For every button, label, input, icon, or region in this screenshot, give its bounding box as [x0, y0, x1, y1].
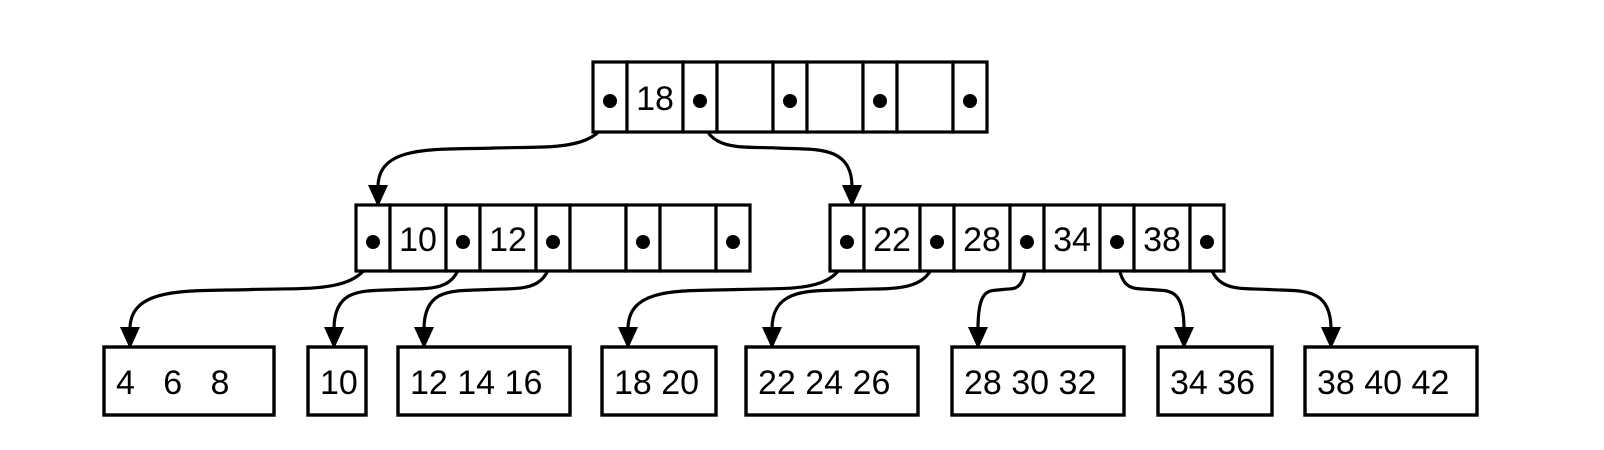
internal-node-0: 10 12 [354, 203, 752, 273]
leaf-keys: 10 [320, 364, 358, 402]
root-node-key-cell-1 [715, 60, 775, 134]
leaf-box [102, 345, 276, 417]
arrow-head-icon [842, 185, 862, 207]
pointer-dot-icon [1110, 235, 1124, 249]
leaf-box [950, 345, 1126, 417]
leaf-node-2: 12 14 16 [396, 345, 572, 417]
edge-root-to-internal-0 [376, 100, 612, 188]
pointer-dot-icon [636, 235, 650, 249]
leaf-node-5: 28 30 32 [950, 345, 1126, 417]
leaf-keys: 34 36 [1170, 364, 1255, 402]
edge-internal-0-to-leaf-0 [128, 241, 375, 330]
leaf-keys: 12 14 16 [410, 364, 542, 402]
root-node-key-cell-0 [625, 60, 685, 134]
pointer-dot-icon [873, 94, 887, 108]
edge-internal-1-to-leaf-7 [1205, 241, 1333, 330]
pointer-dot-icon [366, 235, 380, 249]
edge-internal-1-to-leaf-5 [976, 241, 1029, 330]
pointer-dot-icon [1020, 235, 1034, 249]
internal-node-0-key-cell-3 [658, 203, 718, 273]
pointer-dot-icon [726, 235, 740, 249]
edge-internal-1-to-leaf-4 [770, 241, 939, 330]
internal-node-1: 22 28 34 38 [828, 203, 1226, 273]
pointer-dot-icon [693, 94, 707, 108]
pointer-dot-icon [963, 94, 977, 108]
internal-node-1-key-2: 34 [1053, 221, 1091, 259]
internal-node-1-key-cell-1 [952, 203, 1012, 273]
pointer-dot-icon [603, 94, 617, 108]
pointer-dot-icon [456, 235, 470, 249]
internal-node-1-key-3: 38 [1143, 221, 1181, 259]
leaf-keys: 4 6 8 [116, 364, 229, 402]
root-node-key-0: 18 [636, 80, 674, 118]
leaf-box [306, 345, 368, 417]
arrow-head-icon [968, 327, 988, 349]
leaf-box [744, 345, 920, 417]
pointer-dot-icon [546, 235, 560, 249]
pointer-dot-icon [930, 235, 944, 249]
arrow-head-icon [120, 327, 140, 349]
internal-node-0-key-cell-1 [478, 203, 538, 273]
leaf-box [1156, 345, 1274, 417]
arrow-head-icon [618, 327, 638, 349]
leaves-layer: 4 6 8 10 12 14 16 18 20 22 24 26 28 30 32 34 3… [102, 345, 1479, 417]
internal-node-0-key-1: 12 [489, 221, 527, 259]
arrow-head-icon [324, 327, 344, 349]
edge-internal-1-to-leaf-6 [1115, 241, 1186, 330]
leaf-box [600, 345, 718, 417]
edges-layer [120, 100, 1341, 349]
arrow-head-icon [1174, 327, 1194, 349]
leaf-node-0: 4 6 8 [102, 345, 276, 417]
leaf-box [1303, 345, 1479, 417]
leaf-node-1: 10 [306, 345, 368, 417]
arrow-head-icon [368, 185, 388, 207]
pointer-dot-icon [783, 94, 797, 108]
internal-node-1-key-0: 22 [873, 221, 911, 259]
edge-internal-0-to-leaf-2 [422, 241, 555, 330]
leaf-box [396, 345, 572, 417]
leaf-keys: 28 30 32 [964, 364, 1096, 402]
root-node-key-cell-3 [895, 60, 955, 134]
root-node-key-cell-2 [805, 60, 865, 134]
edge-internal-0-to-leaf-1 [332, 241, 465, 330]
leaf-node-7: 38 40 42 [1303, 345, 1479, 417]
leaf-keys: 18 20 [614, 364, 699, 402]
leaf-node-3: 18 20 [600, 345, 718, 417]
leaf-keys: 38 40 42 [1317, 364, 1449, 402]
internal-node-0-key-cell-2 [568, 203, 628, 273]
internal-node-1-key-1: 28 [963, 221, 1001, 259]
edge-internal-1-to-leaf-3 [626, 241, 849, 330]
leaf-keys: 22 24 26 [758, 364, 890, 402]
nodes-layer: 18 10 12 22 28 34 38 [354, 60, 1226, 273]
arrow-head-icon [1321, 327, 1341, 349]
arrow-head-icon [414, 327, 434, 349]
arrow-head-icon [762, 327, 782, 349]
internal-node-0-key-cell-0 [388, 203, 448, 273]
leaf-node-4: 22 24 26 [744, 345, 920, 417]
pointer-dot-icon [1200, 235, 1214, 249]
root-node: 18 [591, 60, 989, 134]
internal-node-0-key-0: 10 [399, 221, 437, 259]
internal-node-1-key-cell-3 [1132, 203, 1192, 273]
leaf-node-6: 34 36 [1156, 345, 1274, 417]
pointer-dot-icon [840, 235, 854, 249]
